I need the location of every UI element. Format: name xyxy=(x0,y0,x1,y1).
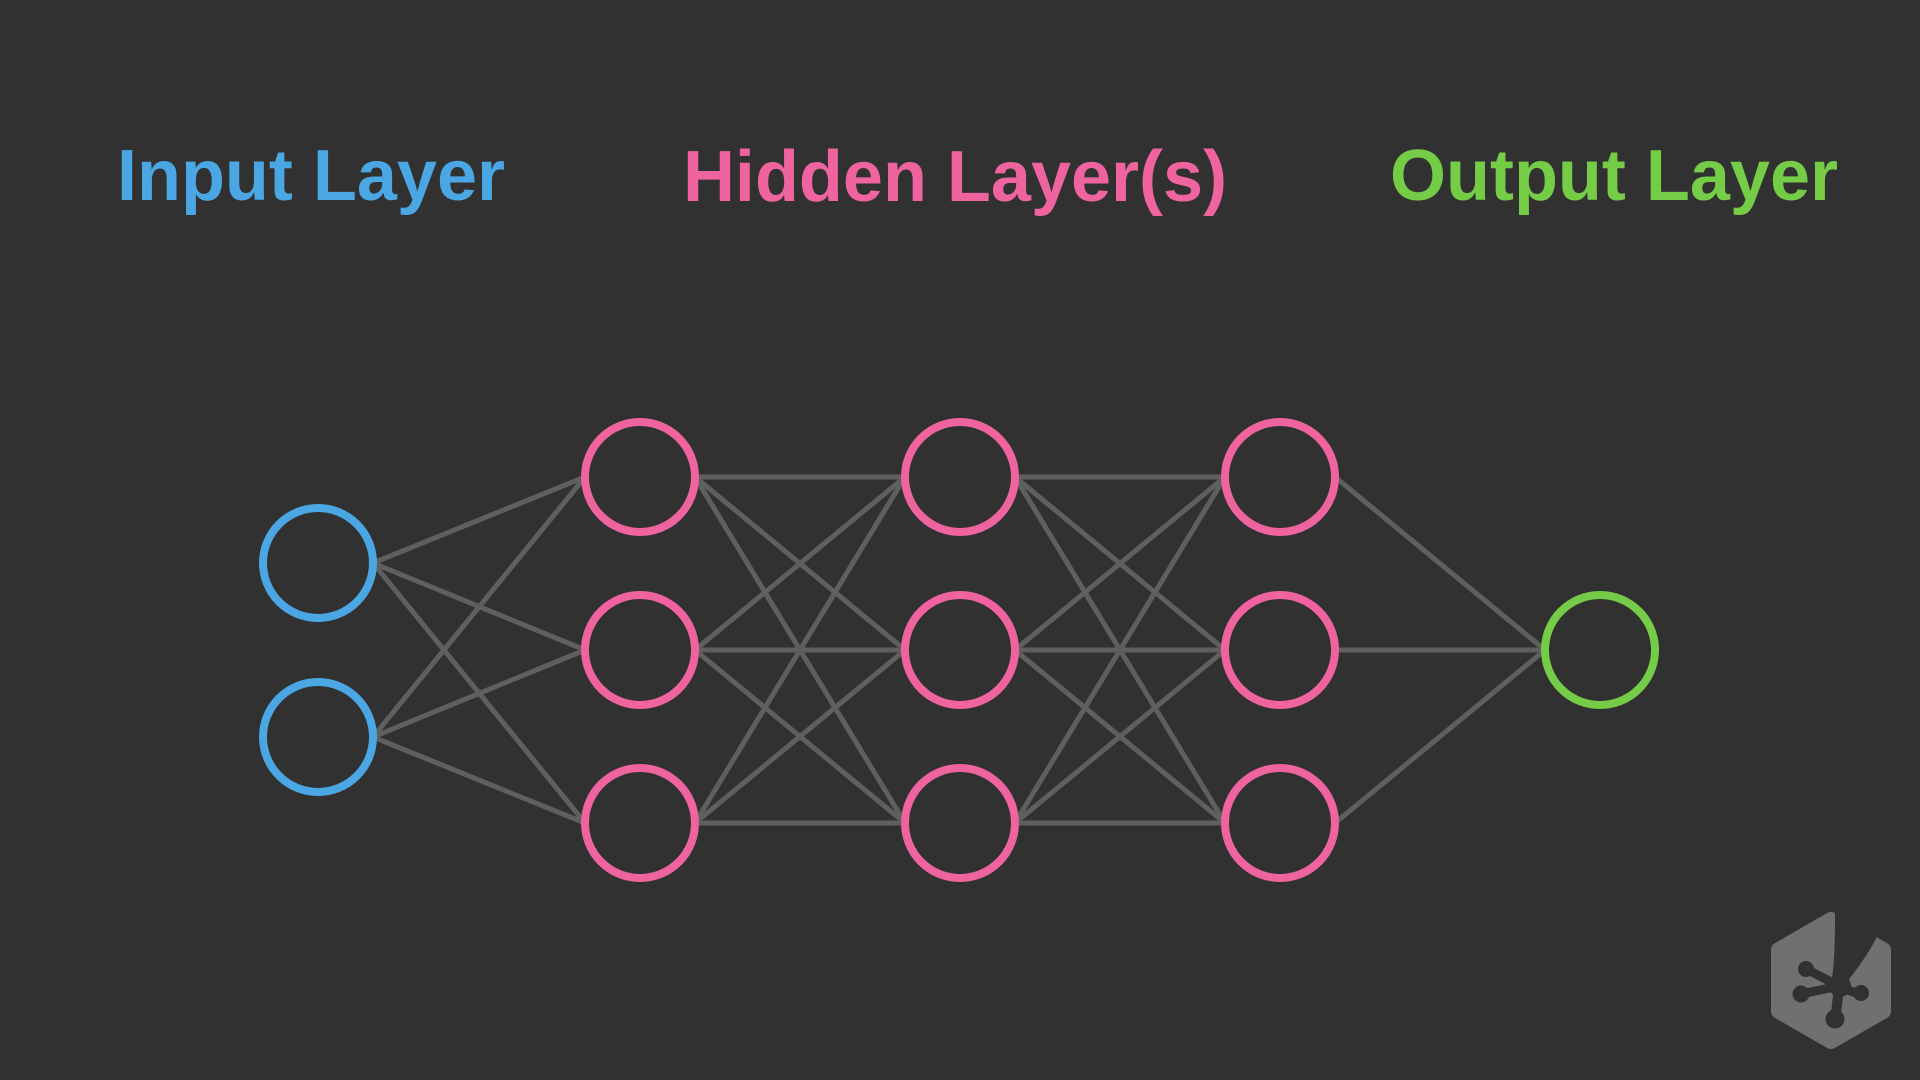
hidden-layer-2-node-1 xyxy=(901,418,1019,536)
hexagon-frog-logo xyxy=(1771,912,1891,1049)
neuron-nodes xyxy=(259,418,1659,882)
input-layer-label: Input Layer xyxy=(116,136,506,216)
edge-hidden-layer-1-to-hidden-layer-2 xyxy=(693,648,907,825)
output-layer-label: Output Layer xyxy=(1389,136,1839,216)
input-layer-node-2 xyxy=(259,678,377,796)
edge-hidden-layer-2-to-hidden-layer-3 xyxy=(1012,475,1228,825)
frog-toe-pad xyxy=(1853,985,1869,1001)
hidden-layer-label: Hidden Layer(s) xyxy=(682,137,1228,217)
edge-input-layer-to-hidden-layer-1 xyxy=(372,647,586,740)
edge-hidden-layer-2-to-hidden-layer-3 xyxy=(1013,475,1227,652)
hidden-layer-3-node-3 xyxy=(1221,764,1339,882)
hidden-layer-1-node-2 xyxy=(581,591,699,709)
hidden-layer-2-node-3 xyxy=(901,764,1019,882)
frog-toe xyxy=(1831,982,1844,1018)
edge-hidden-layer-1-to-hidden-layer-2 xyxy=(692,475,908,825)
frog-toe-pad xyxy=(1825,1009,1845,1029)
connection-lines xyxy=(371,474,1547,826)
hidden-layer-3-node-1 xyxy=(1221,418,1339,536)
frog-toe-pad xyxy=(1792,985,1810,1003)
edge-hidden-layer-1-to-hidden-layer-2 xyxy=(693,475,907,652)
input-layer-node-1 xyxy=(259,504,377,622)
hidden-layer-3-node-2 xyxy=(1221,591,1339,709)
hidden-layer-1-node-1 xyxy=(581,418,699,536)
frog-toe xyxy=(1801,981,1844,998)
edge-input-layer-to-hidden-layer-1 xyxy=(372,474,586,566)
hidden-layer-1-node-3 xyxy=(581,764,699,882)
frog-leg xyxy=(1832,913,1879,985)
hidden-layer-2-node-2 xyxy=(901,591,1019,709)
output-layer-node-1 xyxy=(1541,591,1659,709)
edge-input-layer-to-hidden-layer-1 xyxy=(371,475,587,739)
edge-hidden-layer-3-to-output-layer xyxy=(1333,648,1547,825)
edge-hidden-layer-3-to-output-layer xyxy=(1333,475,1547,652)
edge-input-layer-to-hidden-layer-1 xyxy=(372,734,586,826)
frog-toe-pad xyxy=(1798,961,1814,977)
frog-foot-icon xyxy=(1792,913,1879,1029)
edge-hidden-layer-2-to-hidden-layer-3 xyxy=(1013,648,1227,825)
